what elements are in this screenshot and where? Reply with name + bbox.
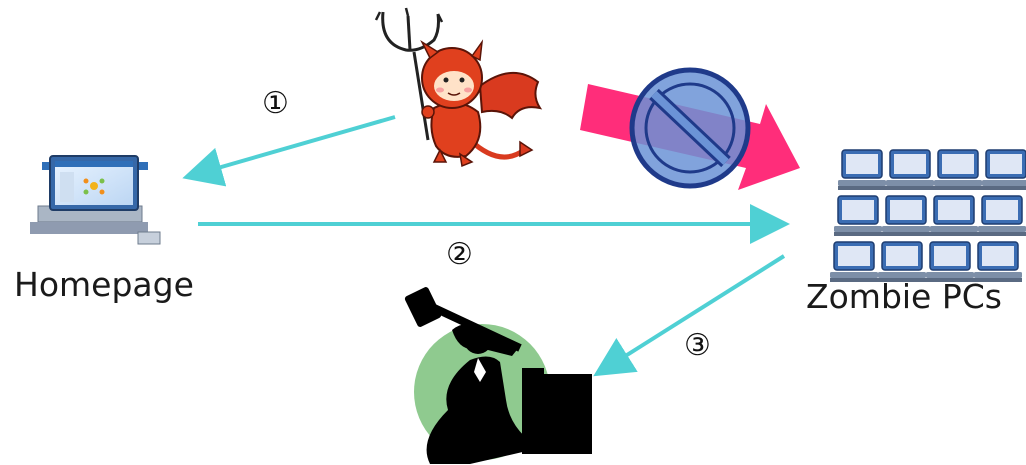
arrow-step-1 — [190, 117, 395, 176]
zombie-pcs-label: Zombie PCs — [806, 277, 1002, 316]
step-3-label: ③ — [684, 328, 711, 363]
zombie-pcs-icon — [830, 150, 1026, 282]
step-2-label: ② — [446, 237, 473, 272]
prohibited-arrow-icon — [580, 70, 800, 190]
smashing-computer-icon — [404, 286, 592, 464]
homepage-label: Homepage — [14, 265, 194, 304]
devil-icon — [376, 8, 540, 166]
homepage-computer-icon — [30, 156, 160, 244]
step-1-label: ① — [262, 86, 289, 121]
